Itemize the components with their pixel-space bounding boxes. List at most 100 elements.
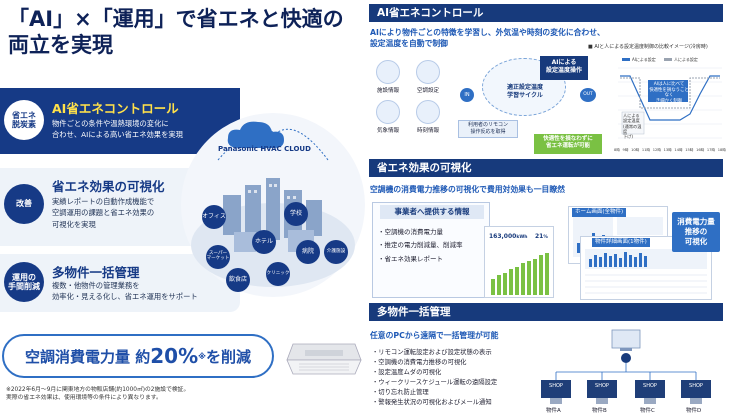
badge-labor-text: 運用の 手間削減 — [8, 272, 40, 291]
lead-line: AIにより物件ごとの特徴を学習し、外気温や時刻の変化に合わせ、 — [370, 28, 605, 37]
kpi-unit: kWh — [516, 235, 528, 240]
report-screen: 163,000kWh 21% — [484, 226, 554, 298]
ai-note-line: 快適性を損なうことなく — [649, 87, 689, 99]
property-d: 物件D — [686, 408, 702, 414]
human-note-line: 人による — [623, 113, 640, 118]
badge-improve: 改善 — [4, 184, 44, 224]
cycle-line: 学習サイクル — [507, 91, 543, 99]
cloud-icon — [227, 121, 284, 148]
cycle-line: 適正設定温度 — [506, 84, 543, 91]
building-label: ホテル — [254, 237, 273, 245]
cloud-label: Panasonic HVAC CLOUD — [218, 145, 311, 153]
provided-item: ・省エネ効果レポート — [378, 254, 443, 263]
shop-a: SHOP — [541, 380, 571, 398]
remote-line: 利用者のリモコン — [467, 122, 508, 128]
facility-icon — [376, 60, 400, 84]
human-note-line: 下げ) — [623, 134, 634, 139]
detail-screen-graphic — [585, 249, 707, 294]
feature-title-multi: 多物件一括管理 — [52, 265, 140, 280]
air-conditioner-icon — [286, 343, 362, 375]
human-note-line: (通常の温度 — [623, 123, 642, 134]
network-lines — [550, 329, 702, 404]
kpi-pct: 21 — [535, 233, 544, 240]
section-visual-lead: 空調機の消費電力推移の可視化で費用対効果も一目瞭然 — [370, 185, 565, 194]
building-restaurant: 飲食店 — [226, 268, 250, 292]
lead-line: 設定温度を自動で制御 — [370, 39, 448, 49]
building-label: 病院 — [301, 247, 314, 255]
shop-c: SHOP — [635, 380, 665, 398]
legend-ai: AIによる設定 — [632, 57, 656, 62]
feature-desc-line: 合わせ、AIによる高い省エネ効果を実現 — [52, 130, 183, 140]
kpi-value: 163,000 — [489, 233, 517, 240]
vis-tag-line: 可視化 — [684, 236, 708, 246]
comparison-graph — [612, 58, 724, 154]
remote-feedback-box: 利用者のリモコン 操作反応を取得 — [458, 120, 518, 138]
x-tick: 13時 — [663, 148, 672, 152]
ai-cycle-diagram: 施設情報 空調設定 気象情報 時刻情報 IN 適正設定温度 学習サイクル AIに… — [370, 56, 610, 156]
icon-label: 空調設定 — [416, 88, 439, 94]
building-label: 学校 — [289, 209, 302, 217]
x-tick: 9時 — [622, 148, 629, 152]
section-ai-lead: AIにより物件ごとの特徴を学習し、外気温や時刻の変化に合わせ、 設定温度を自動で… — [370, 27, 605, 50]
clock-icon — [416, 100, 440, 124]
comparison-chart-title: ■ AIと人による設定温度制御の比較イメージ(冷房時) — [588, 44, 708, 50]
multi-item: ・リモコン運転設定および設定状態の表示 — [372, 349, 492, 356]
ai-note-line: AIは人に比べて — [653, 82, 685, 87]
multi-item: ・警報発生状況の可視化およびメール通知 — [372, 399, 492, 407]
section-visual-header: 省エネ効果の可視化 — [369, 159, 723, 177]
building-label: オフィス — [202, 212, 226, 220]
x-tick: 15時 — [685, 148, 694, 152]
comfort-line: 省エネ運転が可能 — [545, 143, 590, 150]
feature-desc-ai: 物件ごとの条件や温熱環境の変化に 合わせ、AIによる高い省エネ効果を実現 — [52, 118, 232, 141]
feature-desc-line: 物件ごとの条件や温熱環境の変化に — [52, 119, 169, 128]
x-tick: 14時 — [674, 148, 683, 152]
feature-desc-line: 効率化・見える化し、省エネ運用をサポート — [52, 292, 198, 302]
comfort-line: 快適性を損なわずに — [543, 136, 593, 142]
multi-item: ・ウィークリースケジュール運転の遠隔設定 — [372, 379, 498, 387]
feature-desc-line: 複数・他物件の管理業務を — [52, 281, 140, 290]
comfort-box: 快適性を損なわずに 省エネ運転が可能 — [534, 134, 602, 154]
building-office: オフィス — [202, 205, 226, 229]
power-visual-tag: 消費電力量 推移の 可視化 — [672, 212, 720, 252]
building-label: 飲食店 — [228, 275, 247, 283]
icon-label: 気象情報 — [376, 128, 399, 134]
footnote: ※2022年6月～9月に関東地方の物販店舗(約1000㎡)の2施設で検証。 実際… — [6, 386, 356, 403]
headline-line2: 両立を実現 — [8, 33, 113, 58]
legend-human: 人による設定 — [674, 57, 698, 62]
x-tick: 12時 — [652, 148, 661, 152]
badge-energy: 省エネ 脱炭素 — [4, 100, 44, 140]
headline: 「AI」×「運用」で省エネと快適の 両立を実現 — [8, 6, 358, 59]
ai-operation-box: AIによる 設定温度操作 — [540, 56, 588, 80]
energy-percent: % — [178, 344, 199, 368]
x-tick: 18時 — [717, 148, 726, 152]
building-label: 介護施設 — [326, 248, 346, 254]
provided-item: ・推定の電力削減量、削減率 — [378, 241, 463, 250]
cycle-label: 適正設定温度 学習サイクル — [490, 84, 560, 100]
provided-info-list: ・空調機の消費電力量 ・推定の電力削減量、削減率 ・省エネ効果レポート — [378, 226, 463, 266]
vis-tag-line: 推移の — [684, 227, 708, 237]
building-hotel: ホテル — [252, 230, 276, 254]
building-label: クリニック — [266, 270, 290, 276]
feature-desc-line: 空調運用の課題と省エネ効果の — [52, 208, 155, 218]
feature-desc-multi: 複数・他物件の管理業務を 効率化・見える化し、省エネ運用をサポート — [52, 280, 232, 303]
feature-desc-visual: 実績レポートの自動作成機能で 空調運用の課題と省エネ効果の 可視化を実現 — [52, 196, 232, 230]
property-b: 物件B — [592, 408, 607, 414]
provided-item: ・空調機の消費電力量 — [378, 228, 443, 236]
headline-line1: 「AI」×「運用」で省エネと快適の — [8, 7, 344, 31]
building-label: スーパー マーケット — [206, 251, 230, 261]
energy-number: 20 — [150, 344, 179, 368]
energy-banner: 空調消費電力量 約 20%※ を削減 — [2, 334, 274, 378]
x-tick: 8時 — [614, 148, 620, 152]
multi-item: ・設定温度ムダの可視化 — [372, 369, 442, 377]
feature-title-ai: AI省エネコントロール — [52, 101, 179, 116]
multi-item: ・空調機の消費電力推移の可視化 — [372, 359, 467, 367]
vis-tag-line: 消費電力量 — [677, 217, 715, 227]
provided-info-title: 事業者へ提供する情報 — [380, 205, 484, 219]
building-hospital: 病院 — [296, 240, 320, 264]
in-marker: IN — [460, 88, 474, 102]
ac-settings-icon — [416, 60, 440, 84]
property-c: 物件C — [640, 408, 655, 414]
icon-label: 施設情報 — [376, 88, 399, 94]
energy-suffix: を削減 — [205, 347, 251, 366]
kpi-pct-wrap: 21% — [535, 233, 548, 240]
